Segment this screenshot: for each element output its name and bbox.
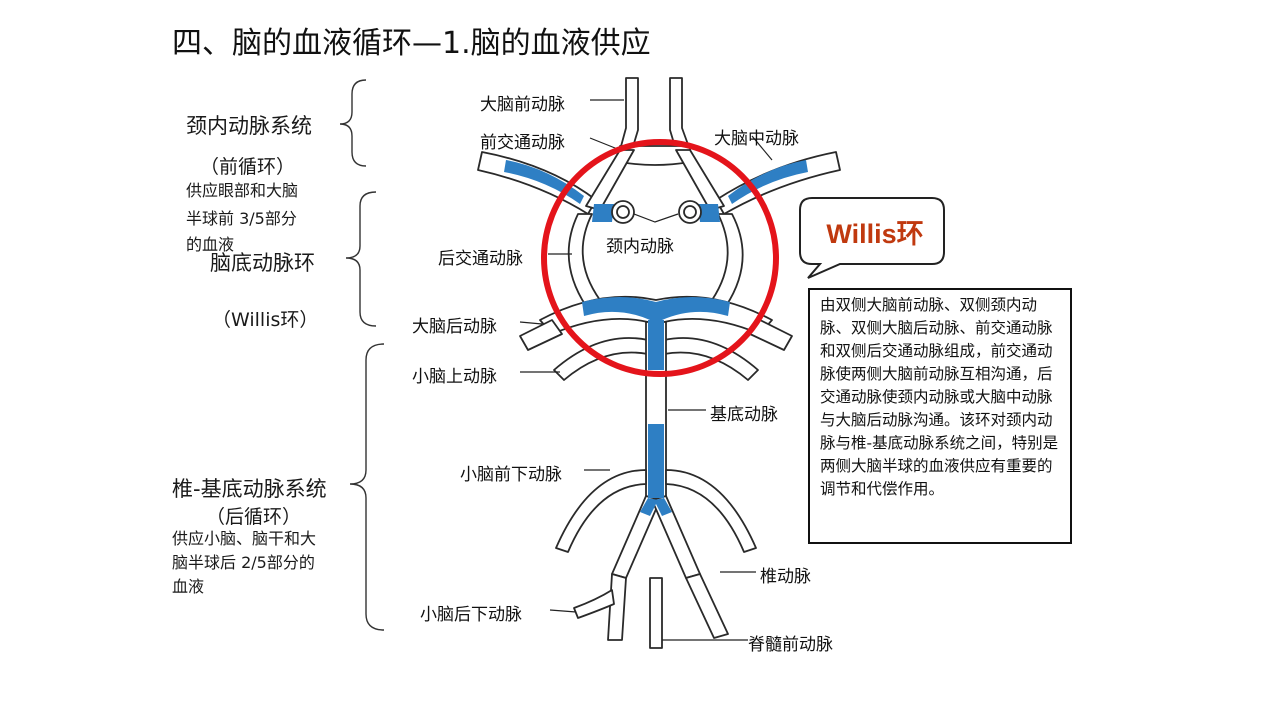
ica-rings: [611, 200, 702, 224]
pcom-left-vessel: [567, 213, 601, 307]
label-aica: 小脑前下动脉: [460, 465, 562, 485]
carotid-system-label: 颈内动脉系统: [186, 114, 312, 138]
label-pca: 大脑后动脉: [412, 317, 497, 337]
circle-name-label: 脑底动脉环: [210, 251, 315, 275]
brace-circle: [345, 191, 377, 327]
mca-right-fill: [728, 160, 808, 204]
label-ica: 颈内动脉: [606, 237, 674, 257]
brace-group: [339, 79, 385, 631]
aica-right-vessel: [665, 469, 757, 553]
leader-pica: [549, 609, 577, 613]
vertebro-supply-line-1: 供应小脑、脑干和大: [172, 529, 317, 548]
leader-lines: [519, 99, 773, 641]
page-title: 四、脑的血液循环—1.脑的血液供应: [172, 26, 651, 61]
ica-left-ring-inner: [616, 205, 630, 219]
ica-right-ring-inner: [683, 205, 697, 219]
brace-vertebro: [349, 343, 385, 631]
spinal-vessel: [649, 577, 663, 649]
willis-highlight-circle: [541, 139, 779, 377]
vertebro-system-label: 椎-基底动脉系统: [172, 477, 327, 501]
pica-left-vessel: [573, 589, 615, 619]
label-mca: 大脑中动脉: [714, 129, 799, 149]
ica-left-fill: [592, 204, 614, 222]
label-spinal: 脊髓前动脉: [748, 635, 833, 655]
carotid-circulation-label: （前循环）: [200, 156, 296, 178]
basilar-fill-lower: [648, 424, 664, 498]
pca-fill: [582, 297, 730, 320]
pca-left-outer: [519, 319, 563, 351]
blue-highlights: [504, 160, 808, 516]
carotid-supply-line-1: 供应眼部和大脑: [186, 181, 299, 200]
leader-pca: [519, 321, 543, 325]
vertebral-fill-left: [640, 498, 658, 516]
label-pcom: 后交通动脉: [438, 249, 523, 269]
label-basilar: 基底动脉: [710, 405, 778, 425]
vertebral-left-lower: [607, 573, 627, 641]
label-sca: 小脑上动脉: [412, 367, 497, 387]
carotid-supply-line-2: 半球前 3/5部分: [186, 209, 297, 228]
vertebral-fill-right: [654, 498, 672, 516]
mca-left-vessel: [477, 151, 597, 215]
vertebro-circulation-label: （后循环）: [206, 506, 302, 528]
info-box: 由双侧大脑前动脉、双侧颈内动脉、双侧大脑后动脉、前交通动脉和双侧后交通动脉组成，…: [808, 288, 1072, 544]
carotid-supply-line-3: 的血液: [186, 235, 235, 254]
vertebro-supply-line-2: 脑半球后 2/5部分的: [172, 553, 315, 572]
label-aca: 大脑前动脉: [480, 95, 565, 115]
aca-left-vessel: [619, 77, 639, 151]
leader-ica: [633, 213, 679, 223]
label-acom: 前交通动脉: [480, 133, 565, 153]
basilar-fill-upper: [648, 320, 664, 370]
callout-bubble: [799, 197, 945, 279]
ica-right-fill: [698, 204, 720, 222]
vertebro-supply-line-3: 血液: [172, 577, 205, 596]
a1-right-vessel: [675, 149, 725, 211]
label-vertebral: 椎动脉: [760, 567, 811, 587]
aica-left-vessel: [555, 469, 647, 553]
brace-carotid: [339, 79, 367, 167]
callout-title: Willis环: [826, 219, 924, 249]
aca-right-vessel: [669, 77, 691, 151]
circle-alias-label: （Willis环）: [212, 309, 319, 331]
pcom-right-vessel: [711, 213, 744, 307]
label-pica: 小脑后下动脉: [420, 605, 522, 625]
sca-right-vessel: [663, 337, 759, 381]
vertebral-right-lower: [685, 573, 729, 639]
leader-mca: [751, 135, 773, 161]
sca-left-vessel: [553, 337, 649, 381]
